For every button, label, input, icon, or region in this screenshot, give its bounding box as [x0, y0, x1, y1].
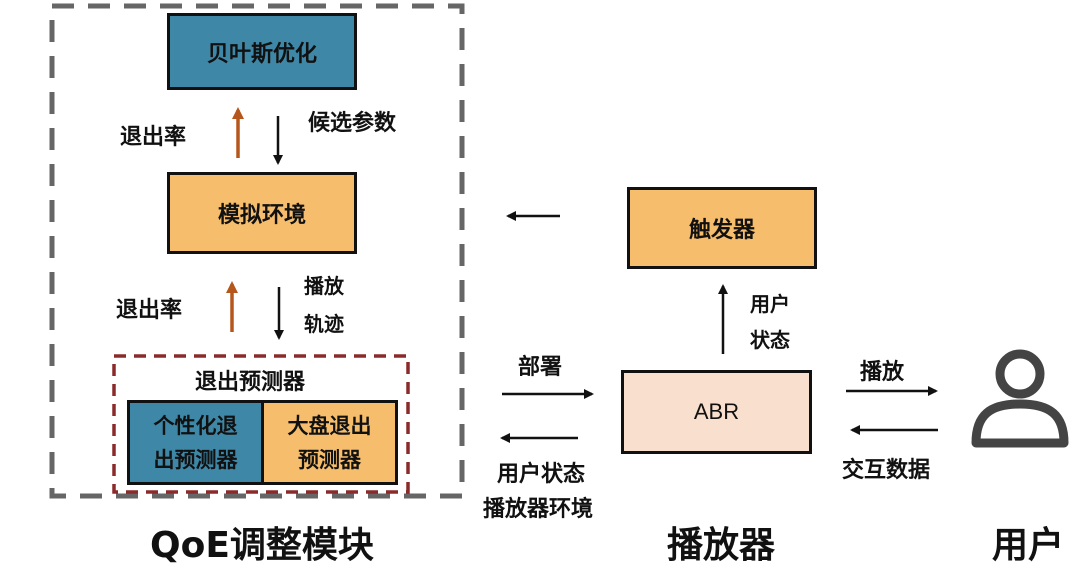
predictor-border	[112, 354, 410, 494]
playback-label: 播放	[304, 274, 344, 298]
interaction-data-label: 交互数据	[842, 458, 931, 483]
user-title: 用户	[992, 525, 1065, 566]
trigger-box: 触发器	[627, 187, 817, 269]
global-predictor-box: 大盘退出 预测器	[261, 400, 398, 485]
qoe-module-border	[49, 3, 465, 499]
abr-box: ABR	[621, 370, 812, 454]
exit-rate-label-upper: 退出率	[120, 125, 187, 150]
user-state-label-line2: 状态	[750, 328, 790, 352]
user-icon	[971, 349, 1069, 448]
abr-label: ABR	[693, 399, 740, 424]
player-title: 播放器	[667, 525, 776, 566]
global-predictor-line2: 预测器	[298, 447, 361, 472]
candidate-params-label: 候选参数	[308, 111, 397, 136]
user-state-label: 用户状态	[497, 462, 586, 487]
bayes-optimization-box: 贝叶斯优化	[167, 13, 357, 90]
trajectory-label: 轨迹	[304, 312, 344, 336]
personal-predictor-box: 个性化退 出预测器	[127, 400, 264, 485]
qoe-module-title: QoE调整模块	[150, 525, 374, 566]
personal-predictor-line1: 个性化退	[153, 413, 238, 438]
exit-rate-label-lower: 退出率	[116, 298, 183, 323]
exit-predictor-title: 退出预测器	[195, 370, 306, 395]
simulation-env-label: 模拟环境	[217, 203, 306, 228]
trigger-label: 触发器	[688, 218, 755, 243]
deploy-label: 部署	[518, 355, 563, 380]
play-label: 播放	[860, 360, 905, 385]
global-predictor-line1: 大盘退出	[287, 413, 372, 438]
personal-predictor-line2: 出预测器	[153, 447, 238, 472]
simulation-env-box: 模拟环境	[167, 172, 357, 254]
user-state-label-line1: 用户	[750, 292, 790, 316]
bayes-optimization-label: 贝叶斯优化	[206, 41, 317, 67]
player-env-label: 播放器环境	[483, 497, 594, 522]
